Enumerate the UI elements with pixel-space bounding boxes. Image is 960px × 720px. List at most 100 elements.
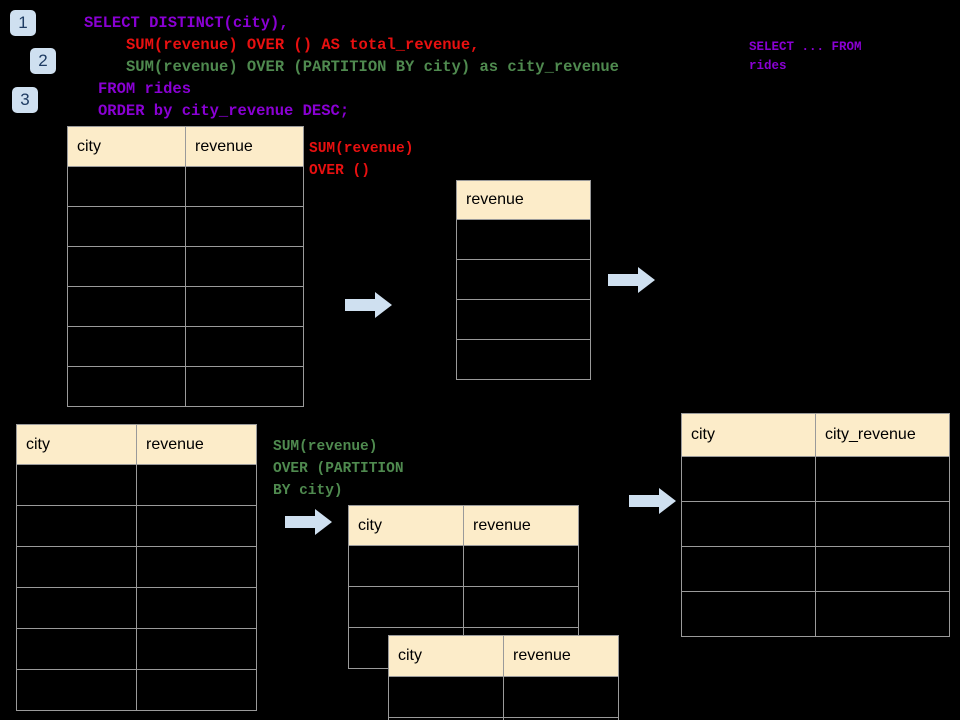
table-cell — [67, 206, 186, 247]
arrow-right-icon — [345, 292, 392, 318]
table-cell — [16, 464, 137, 506]
column-header-city: city — [16, 424, 137, 465]
column-header-revenue: revenue — [463, 505, 579, 546]
table-row — [67, 366, 304, 407]
table-row — [67, 166, 304, 207]
table-row — [681, 501, 950, 547]
table-cell — [503, 717, 619, 720]
column-header-city: city — [388, 635, 504, 677]
table-cell — [67, 366, 186, 407]
table-cell — [136, 587, 257, 629]
table-row — [16, 628, 257, 670]
arrow-source-to-total — [345, 291, 393, 324]
table-cell — [136, 669, 257, 711]
column-header-revenue: revenue — [185, 126, 304, 167]
sql-query-block: SELECT DISTINCT(city), SUM(revenue) OVER … — [84, 12, 619, 122]
table-row — [67, 326, 304, 367]
arrow-source-to-groups — [285, 508, 333, 541]
table-cell — [463, 545, 579, 587]
column-header-city: city — [348, 505, 464, 546]
column-header-revenue: revenue — [456, 180, 591, 220]
arrow-total-to-result — [608, 266, 656, 299]
table-row — [681, 546, 950, 592]
table-cell — [136, 546, 257, 588]
column-header-city: city — [67, 126, 186, 167]
table-cell — [67, 246, 186, 287]
table-row — [456, 339, 591, 380]
sql-line-3: SUM(revenue) OVER (PARTITION BY city) as… — [126, 58, 619, 76]
table-row — [388, 717, 619, 720]
table-cell — [185, 286, 304, 327]
table-cell — [67, 286, 186, 327]
table-row — [681, 591, 950, 637]
table-row — [456, 259, 591, 300]
table-cell — [456, 219, 591, 260]
table-cell — [348, 586, 464, 628]
table-row — [348, 545, 579, 587]
table-cell — [348, 545, 464, 587]
table-cell — [16, 628, 137, 670]
column-header-city_revenue: city_revenue — [815, 413, 950, 457]
table-row — [67, 286, 304, 327]
table-cell — [463, 586, 579, 628]
sql-line-1: SELECT DISTINCT(city), — [84, 14, 289, 32]
arrow-right-icon — [629, 488, 676, 514]
table-cell — [456, 339, 591, 380]
table-cell — [185, 166, 304, 207]
sql-line-2: SUM(revenue) OVER () AS total_revenue, — [126, 36, 480, 54]
table-cell — [185, 326, 304, 367]
step-badge-2: 2 — [30, 48, 56, 74]
sql-line-5: ORDER by city_revenue DESC; — [98, 102, 350, 120]
table-row — [16, 546, 257, 588]
table-row — [16, 464, 257, 506]
table-row — [67, 206, 304, 247]
table-cell — [136, 505, 257, 547]
column-header-revenue: revenue — [136, 424, 257, 465]
table-row — [16, 669, 257, 711]
sql-line-4: FROM rides — [98, 80, 192, 98]
table-row — [456, 219, 591, 260]
arrow-right-icon — [285, 509, 332, 535]
sum-over-partition-annotation: SUM(revenue) OVER (PARTITION BY city) — [273, 439, 404, 499]
table-cell — [681, 456, 816, 502]
table-row — [348, 586, 579, 628]
table-row — [681, 456, 950, 502]
table-cell — [185, 366, 304, 407]
total-revenue-table: revenue — [456, 180, 591, 380]
table-cell — [815, 546, 950, 592]
table-cell — [185, 206, 304, 247]
table-cell — [681, 546, 816, 592]
table-row — [456, 299, 591, 340]
arrow-right-icon — [608, 267, 655, 293]
sum-over-empty-annotation: SUM(revenue) OVER () — [309, 141, 414, 179]
table-cell — [16, 505, 137, 547]
table-row — [388, 676, 619, 718]
table-cell — [681, 501, 816, 547]
table-cell — [456, 259, 591, 300]
table-cell — [815, 501, 950, 547]
table-row — [67, 246, 304, 287]
column-header-revenue: revenue — [503, 635, 619, 677]
table-cell — [16, 587, 137, 629]
table-cell — [388, 676, 504, 718]
table-cell — [16, 669, 137, 711]
table-cell — [136, 628, 257, 670]
table-cell — [456, 299, 591, 340]
table-cell — [815, 591, 950, 637]
table-cell — [681, 591, 816, 637]
table-cell — [16, 546, 137, 588]
table-row — [16, 587, 257, 629]
table-cell — [67, 166, 186, 207]
column-header-city: city — [681, 413, 816, 457]
step-badge-1: 1 — [10, 10, 36, 36]
table-cell — [503, 676, 619, 718]
